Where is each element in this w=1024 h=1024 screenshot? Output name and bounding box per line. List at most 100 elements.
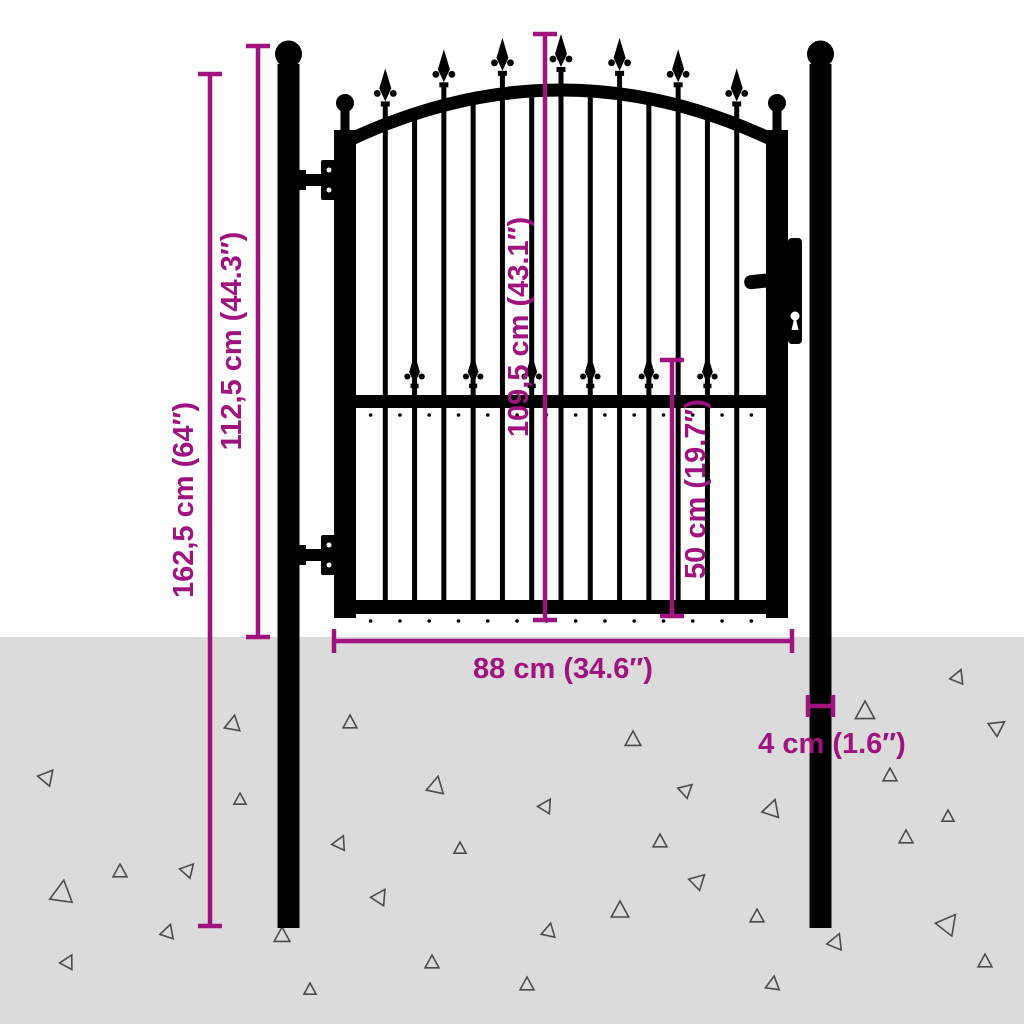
rivet-dot (485, 619, 490, 623)
dim-lower-bars-height-label: 50 cm (19.7″) (680, 399, 712, 579)
finial-curl (565, 55, 573, 63)
dim-gate-height: 109,5 cm (43.1″) (503, 31, 557, 623)
finial-curl (682, 70, 690, 78)
gravel-triangle (232, 791, 248, 805)
finial-curl (535, 373, 542, 380)
hinge-bottom (296, 535, 339, 575)
rivet-dot (632, 619, 637, 623)
finial-collar (556, 67, 566, 72)
gate-bar (558, 71, 564, 606)
left-post (275, 40, 302, 928)
lever-handle (744, 270, 801, 290)
finial-curl (652, 373, 660, 380)
rivet-dot (603, 413, 607, 417)
rivet-dot (749, 413, 754, 417)
gravel-triangle (48, 878, 74, 904)
gravel-triangle (825, 932, 843, 952)
gate-bar (529, 93, 535, 607)
gravel-triangle (763, 974, 781, 991)
rivet-dot (456, 413, 461, 417)
right-post (807, 40, 834, 928)
gravel-triangle (948, 668, 964, 686)
gate-bar (470, 101, 476, 607)
finial-curl (507, 59, 514, 67)
dim-gate-height-label: 109,5 cm (43.1″) (503, 217, 535, 437)
finial-curl (594, 373, 601, 380)
finial-curl (432, 70, 440, 78)
spear-finial-icon (584, 354, 596, 384)
rivet-dot (720, 619, 724, 623)
gate-bar (734, 105, 740, 607)
finial-collar (527, 383, 536, 389)
finial-curl (389, 90, 397, 97)
gravel-triangle (897, 828, 915, 844)
gate-bar (675, 86, 681, 606)
dim-post-width: 4 cm (1.6″) (758, 695, 906, 760)
rivet-dot (485, 413, 490, 417)
gravel-triangle (760, 797, 780, 819)
spear-finial-icon (643, 354, 655, 384)
spear-finial-icon (730, 68, 743, 102)
rivet-dot (573, 413, 578, 417)
rivet-dot (456, 619, 461, 623)
spear-finial-icon (555, 34, 567, 67)
gate-bar (646, 101, 652, 607)
rivet-dot (427, 619, 432, 623)
rivet-dot (603, 619, 607, 623)
dim-total-height-label: 162,5 cm (64″) (168, 402, 200, 598)
finial-curl (741, 90, 749, 97)
gate-right-ball-stem (772, 109, 782, 135)
gravel-triangle (940, 808, 956, 822)
gravel-triangle (687, 873, 706, 892)
dim-lower-bars-height: 50 cm (19.7″) (660, 357, 712, 619)
left-post-ball-top (275, 40, 302, 68)
left-post-tube (277, 64, 300, 928)
gravel-triangle (423, 953, 441, 969)
gravel-triangle (854, 699, 876, 720)
gravel-triangle (58, 953, 73, 971)
gate-bar (441, 86, 447, 606)
gravel-triangle (609, 899, 631, 918)
spear-finial-icon (526, 354, 538, 384)
finial-curl (711, 373, 718, 380)
gate-left-stile (334, 130, 356, 618)
gravel-triangle (368, 888, 386, 908)
finial-curl (638, 373, 645, 380)
rivet-dot (427, 413, 432, 417)
spear-finial-icon (672, 49, 685, 83)
gravel-triangle (272, 925, 292, 943)
spear-finial-icon (467, 354, 479, 384)
rivet-dot (690, 619, 695, 623)
spear-finial-icon (409, 354, 420, 384)
rivet-dot (720, 413, 724, 417)
hinge-top (296, 160, 339, 200)
gate-left-ball-finial (336, 94, 354, 112)
finial-curl (697, 373, 704, 380)
dim-height-above-ground: 112,5 cm (44.3″) (216, 43, 270, 640)
dimension-annotations: 162,5 cm (64″) 112,5 cm (44.3″) 109,5 cm… (168, 31, 906, 929)
finial-curl (491, 59, 498, 67)
rivet-dot (368, 413, 373, 417)
gate-bar (499, 74, 505, 607)
gravel-triangle (518, 975, 536, 991)
gravel-triangle (881, 766, 899, 782)
finial-curl (521, 373, 528, 380)
finial-collar (703, 383, 712, 389)
finial-collar (469, 383, 478, 389)
finial-collar (497, 70, 507, 76)
gravel-triangle (539, 921, 556, 939)
finial-curl (404, 373, 411, 380)
ground (0, 637, 1024, 1024)
gate-bar (587, 93, 593, 607)
rivet-dot (368, 619, 373, 623)
finial-curl (477, 373, 484, 380)
rivet-dot (398, 413, 402, 417)
gravel-triangle (986, 720, 1006, 739)
finial-collar (586, 383, 595, 389)
gate-right-stile (766, 130, 788, 618)
finial-curl (462, 373, 470, 380)
gate-bottom-rail (334, 600, 788, 614)
gate-handle (744, 238, 802, 344)
